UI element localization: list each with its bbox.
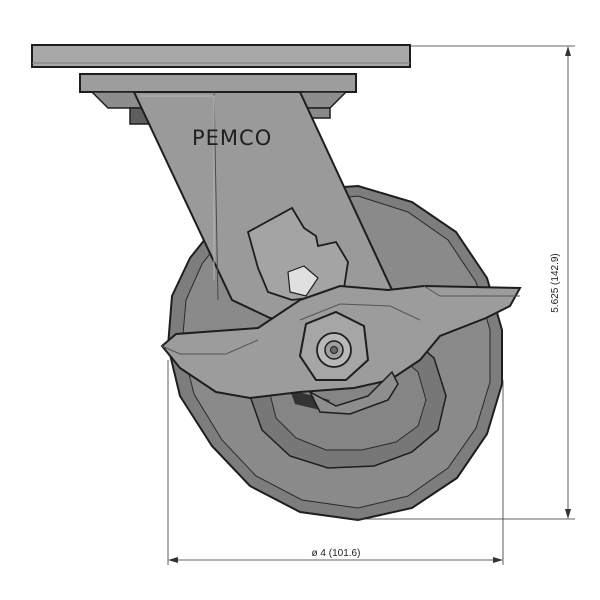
height-dimension-label: 5.625 (142.9): [550, 253, 561, 313]
axle-nut: [298, 310, 370, 381]
diameter-dimension-label: ø 4 (101.6): [312, 548, 361, 559]
top-plate-body: [31, 44, 411, 68]
height-dimension: 5.625 (142.9): [355, 45, 575, 520]
brake-lower-bracket: [308, 370, 399, 415]
diameter-dimension: ø 4 (101.6): [167, 360, 504, 565]
top-plate: [31, 44, 411, 68]
brand-logo-text: PEMCO: [192, 126, 272, 150]
brake-cam: [246, 206, 349, 301]
